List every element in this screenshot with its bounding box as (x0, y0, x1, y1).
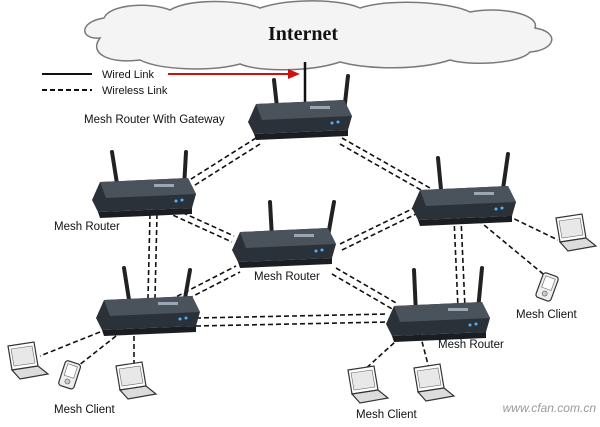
label-router-left: Mesh Router (54, 221, 120, 233)
label-router-center: Mesh Router (254, 271, 320, 283)
client-pda-right (534, 271, 560, 303)
legend-wired-label: Wired Link (102, 69, 154, 81)
label-gateway: Mesh Router With Gateway (84, 114, 225, 126)
router-center (232, 200, 336, 268)
internet-cloud: Internet (84, 0, 553, 71)
internet-label: Internet (268, 23, 338, 45)
client-pda-bottom-left (57, 359, 82, 391)
legend-arrow-head (288, 69, 300, 79)
router-left (92, 150, 196, 218)
label-client-right: Mesh Client (516, 309, 578, 321)
label-client-bottom-left: Mesh Client (54, 404, 116, 416)
router-bottom-left (96, 266, 200, 336)
legend-wireless-label: Wireless Link (102, 85, 168, 97)
router-bottom-right (386, 266, 490, 342)
client-laptop-bottom-right-1 (347, 365, 389, 404)
router-right (412, 152, 516, 226)
client-laptop-bottom-center-left (115, 361, 157, 400)
label-client-bottom-center: Mesh Client (356, 409, 418, 421)
label-router-bottom-right: Mesh Router (438, 339, 504, 351)
watermark: www.cfan.com.cn (503, 401, 597, 415)
client-laptop-right (555, 213, 597, 252)
client-laptop-bottom-left (7, 341, 49, 380)
router-gateway (248, 74, 352, 140)
client-laptop-bottom-right-2 (413, 363, 455, 402)
legend: Wired Link Wireless Link (42, 69, 300, 97)
